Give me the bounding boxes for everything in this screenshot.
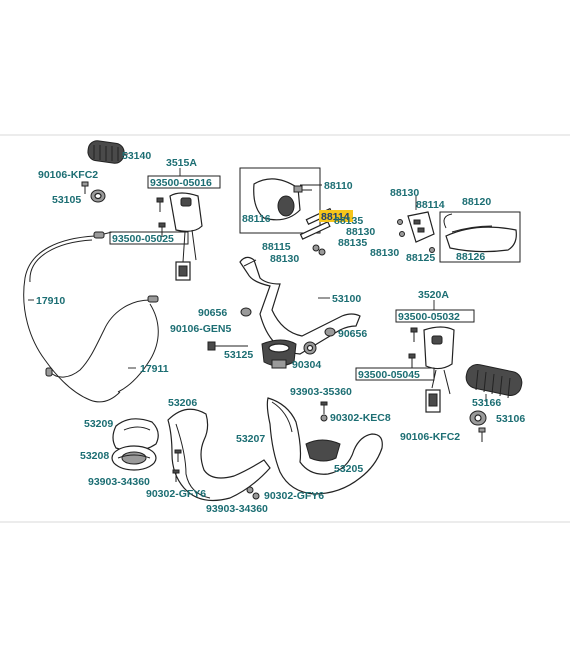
screw-93500-left (156, 197, 166, 237)
label-93903-35360: 93903-35360 (290, 386, 352, 398)
label-88135-b: 88135 (338, 237, 367, 249)
box-93500-05032 (395, 309, 475, 323)
bolt-90106-kfc2-left (81, 181, 89, 194)
label-90656-right: 90656 (338, 328, 367, 340)
label-53166: 53166 (472, 397, 501, 409)
bolt-90106-gen5 (207, 341, 248, 351)
bolt-90106-kfc2-right (478, 427, 486, 442)
label-53209: 53209 (84, 418, 113, 430)
label-93500-05025: 93500-05025 (112, 233, 174, 245)
label-88114-b: 88114 (416, 199, 445, 211)
label-88130-d: 88130 (370, 247, 399, 259)
cable-17911 (45, 295, 159, 393)
handle-cover-53206 (167, 408, 271, 501)
meter-lens-53208 (111, 445, 157, 471)
highlight-88114 (319, 210, 353, 222)
box-93500-05025 (109, 231, 189, 245)
throttle-housing-88110 (253, 178, 312, 221)
label-93903-34360-left: 93903-34360 (88, 476, 150, 488)
box-93500-05045 (355, 367, 435, 381)
collar-53106 (469, 410, 487, 426)
brake-lever-88120 (443, 213, 517, 253)
label-90304: 90304 (292, 359, 321, 371)
clip-90302-kec8 (320, 414, 328, 422)
label-53106: 53106 (496, 413, 525, 425)
screw-93500-right (408, 327, 418, 368)
cap-90656-right (324, 327, 336, 337)
clamp-53125 (261, 339, 297, 369)
label-93500-05032: 93500-05032 (398, 311, 460, 323)
right-grip-53166 (465, 363, 523, 399)
label-90106-kfc2-right: 90106-KFC2 (400, 431, 460, 443)
label-17910: 17910 (36, 295, 65, 307)
label-53140: 53140 (122, 150, 151, 162)
label-90106-kfc2-left: 90106-KFC2 (38, 169, 98, 181)
label-53100: 53100 (332, 293, 361, 305)
label-53208: 53208 (80, 450, 109, 462)
label-3520a: 3520A (418, 289, 449, 301)
box-88120 (439, 211, 521, 263)
label-3515a: 3515A (166, 157, 197, 169)
label-88135-a: 88135 (334, 215, 363, 227)
label-53205: 53205 (334, 463, 363, 475)
label-88126: 88126 (456, 251, 485, 263)
brake-switch-88114 (397, 211, 435, 253)
clip-90302-gfy6 (246, 486, 260, 500)
label-90302-gfy6-right: 90302-GFY6 (264, 490, 324, 502)
left-switch-housing (169, 192, 203, 281)
label-17911: 17911 (140, 363, 169, 375)
label-53207: 53207 (236, 433, 265, 445)
label-88130-a: 88130 (346, 226, 375, 238)
label-88114-highlighted: 88114 (321, 211, 350, 223)
label-90656-left: 90656 (198, 307, 227, 319)
label-93500-05016: 93500-05016 (150, 177, 212, 189)
label-93500-05045: 93500-05045 (358, 369, 420, 381)
label-90302-gfy6-left: 90302-GFY6 (146, 488, 206, 500)
label-53206: 53206 (168, 397, 197, 409)
label-53125: 53125 (224, 349, 253, 361)
cable-17910 (23, 231, 121, 403)
box-88110 (239, 167, 321, 234)
collar-53105 (90, 189, 106, 203)
label-90302-kec8: 90302-KEC8 (330, 412, 391, 424)
label-88120: 88120 (462, 196, 491, 208)
label-88116: 88116 (242, 213, 271, 225)
label-88115: 88115 (262, 241, 291, 253)
label-90106-gen5: 90106-GEN5 (170, 323, 231, 335)
label-53105: 53105 (52, 194, 81, 206)
label-88130-c: 88130 (390, 187, 419, 199)
cap-90656-left (240, 307, 252, 317)
box-93500-05016 (147, 175, 221, 189)
screw-93903-35360 (320, 401, 328, 414)
right-switch-housing (423, 326, 455, 413)
label-93903-34360-right: 93903-34360 (206, 503, 268, 515)
speedo-cover-53209 (112, 418, 159, 452)
front-cover-53205 (266, 397, 383, 495)
screws-93903-34360-left (172, 449, 182, 482)
label-88110: 88110 (324, 180, 353, 192)
label-88130-b: 88130 (270, 253, 299, 265)
nut-90304 (303, 341, 317, 355)
label-88125: 88125 (406, 252, 435, 264)
left-grip-53140 (87, 140, 125, 164)
